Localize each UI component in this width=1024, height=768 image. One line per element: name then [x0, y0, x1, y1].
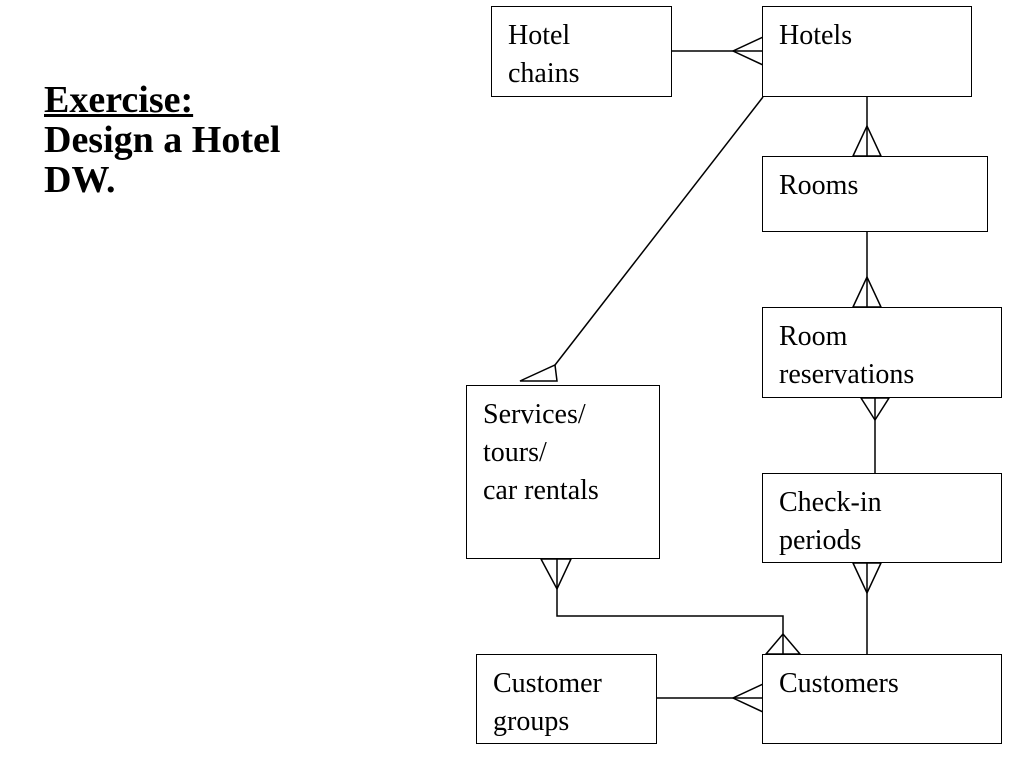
crowfoot-services-top — [519, 363, 558, 382]
entity-rooms: Rooms — [762, 156, 988, 232]
title-line-2: DW. — [44, 159, 116, 201]
entity-label: Check-in — [779, 487, 882, 518]
edge-services-customers — [556, 559, 784, 654]
entity-services-tours-car-rentals: Services/ tours/ car rentals — [466, 385, 660, 559]
entity-checkin-periods: Check-in periods — [762, 473, 1002, 563]
crowfoot-reservations-bottom — [859, 397, 891, 422]
slide-title: Exercise: Design a Hotel DW. — [44, 80, 280, 200]
entity-label: groups — [493, 706, 570, 737]
entity-customer-groups: Customer groups — [476, 654, 657, 744]
crowfoot-checkin — [851, 562, 883, 595]
entity-hotel-chains: Hotel chains — [491, 6, 672, 97]
entity-label: chains — [508, 58, 580, 89]
entity-label: periods — [779, 525, 862, 556]
entity-label: tours/ — [483, 437, 547, 468]
entity-label: Hotels — [779, 20, 853, 51]
entity-label: Room — [779, 321, 848, 352]
entity-room-reservations: Room reservations — [762, 307, 1002, 398]
entity-label: reservations — [779, 359, 915, 390]
crowfoot-services-bottom — [539, 558, 573, 591]
entity-customers: Customers — [762, 654, 1002, 744]
entity-label: Hotel — [508, 20, 571, 51]
entity-label: Rooms — [779, 170, 859, 201]
title-heading: Exercise: — [44, 79, 194, 121]
title-line-1: Design a Hotel — [44, 119, 281, 161]
entity-hotels: Hotels — [762, 6, 972, 97]
edge-hotels-services — [554, 96, 764, 366]
entity-label: car rentals — [483, 475, 599, 506]
entity-label: Customer — [493, 668, 602, 699]
entity-label: Customers — [779, 668, 899, 699]
entity-label: Services/ — [483, 399, 586, 430]
